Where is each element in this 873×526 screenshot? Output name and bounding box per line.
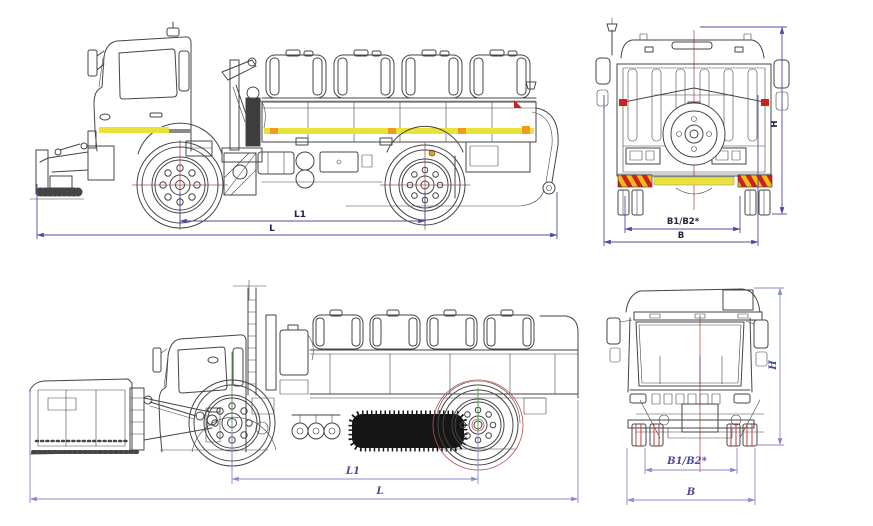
front-chassis [627,389,765,439]
sweeper-brush [348,410,468,452]
cab-side-bottom [152,279,277,453]
dimension-l1-top: L1 [179,192,426,226]
rear-body [595,57,790,177]
spray-boom [531,107,559,195]
rear-cab-roof [606,17,765,59]
dim-label-l1-bottom: L1 [345,466,360,477]
cab-yellow-stripe [99,127,169,133]
dimension-h-front: H [754,287,784,446]
body-orange-mark [270,128,278,134]
dim-label-b-front: B [686,487,695,498]
underbody-bottom [159,397,517,451]
dim-label-h-front: H [768,360,779,371]
rear-orange-marker [522,126,530,134]
warning-board-left [617,174,653,188]
dim-label-b1b2-rear: B1/B2* [667,217,700,227]
dimension-b-rear: B [603,95,759,246]
dim-label-b1b2-front: B1/B2* [666,456,707,467]
dimension-b-front: B [626,448,756,505]
crane-unit [221,57,266,163]
dimension-l-bottom: L [29,392,579,503]
rear-red-marker [514,100,522,108]
dim-label-b-rear: B [678,231,684,241]
front-view: B1/B2* B H [606,287,784,505]
rear-yellow-strip [653,176,735,186]
warning-board-right [737,174,773,188]
plow-blade [29,378,221,455]
cab-side-top [87,21,223,157]
side-view-top: L1 L [29,21,559,239]
dimension-b1b2-front: B1/B2* [644,448,738,474]
body-orange-mark [458,128,466,134]
tank-body-top [261,49,537,173]
rear-view: B1/B2* B H [595,17,790,246]
dimension-l1-bottom: L1 [231,428,479,484]
front-wheels [631,423,758,447]
dimension-l-top: L [36,184,558,239]
underbody-top [223,125,545,207]
front-cab [606,288,769,393]
dim-label-h-rear: H [770,120,780,127]
dim-label-l-top: L [269,224,275,234]
rear-wheels [617,187,771,216]
side-view-bottom: L1 L [29,279,579,503]
rear-right-lamp [761,99,769,106]
spare-wheel [662,101,726,166]
dimension-b1b2-rear: B1/B2* [624,196,741,233]
cab-gray-stripe [169,129,191,133]
rear-left-lamp [619,99,627,106]
dim-label-l-bottom: L [375,486,383,497]
body-yellow-stripe [264,128,534,134]
body-orange-mark [388,128,396,134]
tank-body-bottom [309,309,579,424]
front-mount-frame [29,142,115,200]
dim-label-l1-top: L1 [294,210,306,220]
behind-cab-equipment [265,314,314,395]
dimension-h-rear: H [700,26,787,215]
